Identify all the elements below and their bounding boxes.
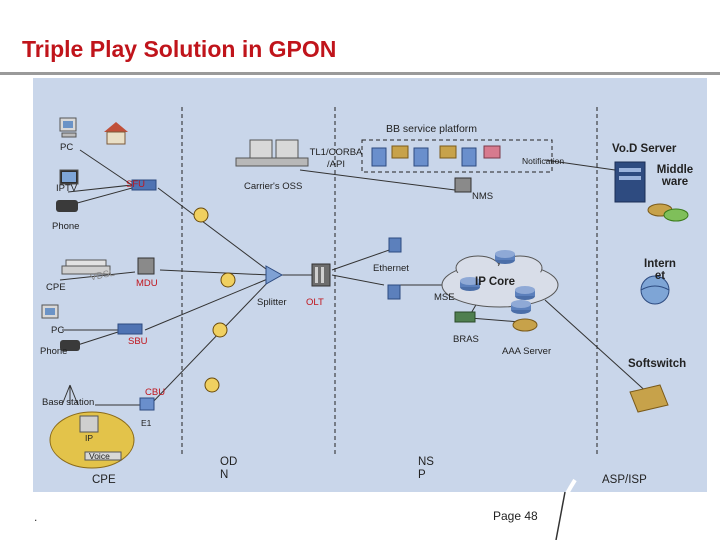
link-olt-switch <box>331 274 385 286</box>
sfu-label: SFU <box>126 179 145 190</box>
iptv-label: IPTV <box>56 183 78 194</box>
ip-core-label: IP Core <box>475 276 516 288</box>
base-station-icon <box>61 384 79 406</box>
pc-top-label: PC <box>60 142 74 153</box>
phone-icon <box>56 200 78 212</box>
vod-server-label: Vo.D Server <box>612 143 677 155</box>
base-station-label: Base station <box>42 397 95 408</box>
sfu-icon <box>131 179 157 191</box>
link-sfu-splitter <box>157 187 271 273</box>
voice-label: Voice <box>89 451 110 461</box>
aaa-server-icon <box>512 318 538 332</box>
splitter-icon <box>265 265 284 285</box>
sbu-label: SBU <box>128 336 148 347</box>
link-iptv-sfu <box>67 184 133 193</box>
router-icon <box>495 250 515 264</box>
link-cbu-splitter <box>149 279 271 406</box>
modem-icon <box>61 259 111 275</box>
bb-platform-label: BB service platform <box>386 123 478 135</box>
carriers-oss-label: Carrier's OSS <box>244 181 303 192</box>
title-divider <box>0 72 720 75</box>
router-icon <box>460 277 480 291</box>
ethernet-label: Ethernet <box>373 263 409 274</box>
nsp-label: NS P <box>418 456 434 481</box>
footer <box>0 492 720 540</box>
phone-icon <box>60 340 80 351</box>
cbu-icon <box>139 397 155 411</box>
nms-label: NMS <box>472 191 494 202</box>
bras-label: BRAS <box>453 334 479 345</box>
link-phone-sfu <box>69 187 133 206</box>
cpe-bottom-label: CPE <box>92 474 116 486</box>
router-icon <box>515 286 535 300</box>
platform-server-icon <box>371 145 501 167</box>
voice-device-icon <box>84 451 122 461</box>
page-title: Triple Play Solution in GPON <box>22 36 337 62</box>
page-number: Page 48 <box>493 509 538 523</box>
mse-label: MSE <box>434 292 455 303</box>
link-oss-nms <box>299 169 456 191</box>
cpe-left-label: CPE <box>46 282 66 293</box>
link-pc-sfu <box>79 149 133 186</box>
switch-icon <box>387 237 402 300</box>
e1-label: E1 <box>141 418 152 428</box>
vod-server-icon <box>614 161 646 203</box>
aaa-server-label: AAA Server <box>502 346 552 357</box>
bb-platform-frame <box>361 139 553 173</box>
house-icon <box>104 122 128 145</box>
link-ethernet <box>331 247 396 271</box>
link-softswitch <box>544 299 651 396</box>
pc-icon <box>41 304 59 319</box>
link-bras-aaa <box>469 317 521 323</box>
phone-top-label: Phone <box>52 221 80 232</box>
ip-label: IP <box>85 433 94 443</box>
notification-label: Notification <box>522 156 565 166</box>
mdu-icon <box>137 257 155 275</box>
olt-label: OLT <box>306 297 324 308</box>
tl1-label: TL1/CORBA /API <box>309 147 363 170</box>
internet-label: Intern et <box>644 258 676 282</box>
pc-mid-label: PC <box>51 325 65 336</box>
oss-server-icon <box>235 139 309 167</box>
asp-isp-label: ASP/ISP <box>602 474 647 486</box>
mdu-label: MDU <box>136 278 158 289</box>
softswitch-label: Softswitch <box>628 358 687 370</box>
link-cpe-mdu <box>59 271 136 281</box>
sbu-icon <box>117 323 143 335</box>
link-mdu-splitter <box>159 269 271 276</box>
cpe-device-icon <box>79 415 99 433</box>
middleware-icon <box>647 203 689 222</box>
router-icon <box>511 300 531 314</box>
diagram-canvas <box>33 78 707 492</box>
footer-dot: . <box>34 510 38 524</box>
link-sbu-splitter <box>144 277 271 331</box>
nms-icon <box>454 177 472 193</box>
tv-icon <box>59 169 79 185</box>
internet-icon <box>640 275 670 305</box>
bras-icon <box>454 311 476 323</box>
pc-icon <box>59 117 77 138</box>
zone-separators <box>181 107 598 455</box>
splitter-label: Splitter <box>257 297 287 308</box>
fiber-bolt-icon <box>193 207 236 393</box>
cbu-label: CBU <box>145 387 166 398</box>
phone-mid-label: Phone <box>40 346 68 357</box>
middleware-label: Middle ware <box>656 164 694 188</box>
link-vod <box>544 159 616 171</box>
softswitch-icon <box>629 384 669 413</box>
odn-label: OD N <box>220 456 238 481</box>
